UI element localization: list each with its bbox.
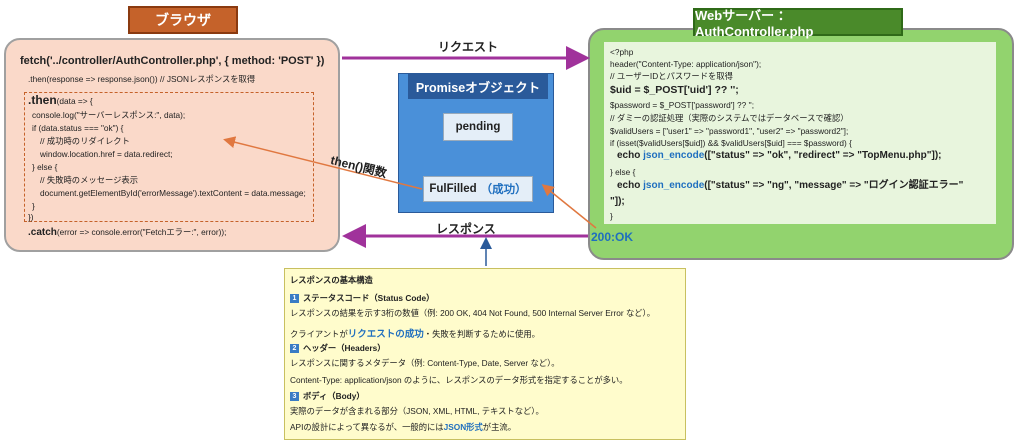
info-text: Content-Type: application/json のように、レスポン…: [290, 375, 628, 385]
server-code-line: $password = $_POST['password'] ?? '';: [610, 100, 754, 110]
info-text: レスポンスに関するメタデータ（例: Content-Type, Date, Se…: [290, 358, 560, 368]
number-badge: 1: [290, 294, 299, 304]
status-to-promise-arrow: [541, 184, 597, 229]
browser-code-line: // 成功時のリダイレクト: [40, 136, 130, 146]
then-arrow: [223, 136, 423, 190]
info-text: 実際のデータが含まれる部分（JSON, XML, HTML, テキストなど）。: [290, 406, 544, 416]
server-code-line: <?php: [610, 47, 634, 57]
info-text: APIの設計によって異なるが、一般的にはJSON形式が主流。: [290, 422, 516, 432]
fulfilled-state: FulFilled（成功）: [423, 176, 533, 202]
status-code-label: 200:OK: [591, 230, 634, 244]
server-code-line: $uid = $_POST['uid'] ?? '';: [610, 84, 739, 96]
server-code-line: // ダミーの認証処理（実際のシステムではデータベースで確認）: [610, 113, 849, 123]
browser-code-line: .then(response => response.json()) // JS…: [28, 74, 256, 84]
request-label: リクエスト: [438, 40, 499, 54]
server-code-line: echo json_encode(["status" => "ok", "red…: [617, 150, 942, 161]
server-code-line: } else {: [610, 167, 636, 177]
browser-code-line: console.log("サーバーレスポンス:", data);: [32, 110, 186, 120]
number-badge: 2: [290, 344, 299, 354]
browser-code-line: document.getElementById('errorMessage').…: [40, 188, 306, 198]
browser-code-line: .then(data => {: [28, 93, 93, 107]
browser-title: ブラウザ: [128, 6, 238, 34]
response-label: レスポンス: [436, 222, 496, 236]
info-text: レスポンスの結果を示す3桁の数値（例: 200 OK, 404 Not Foun…: [290, 308, 656, 318]
browser-code-line: } else {: [32, 162, 58, 172]
browser-code-line: if (data.status === "ok") {: [32, 123, 124, 133]
server-code-line: // ユーザーIDとパスワードを取得: [610, 71, 733, 81]
server-code-line: $validUsers = ["user1" => "password1", "…: [610, 126, 849, 136]
info-text: クライアントがリクエストの成功・失敗を判断するために使用。: [290, 329, 540, 340]
server-code-line: echo json_encode(["status" => "ng", "mes…: [617, 180, 964, 191]
browser-code-line: window.location.href = data.redirect;: [40, 149, 173, 159]
server-code-area: [604, 42, 996, 224]
server-code-line: "]);: [610, 196, 625, 207]
then-block-outline: [24, 92, 314, 222]
browser-code-line: .catch(error => console.error("Fetchエラー:…: [28, 227, 227, 238]
browser-code-line: fetch('../controller/AuthController.php'…: [20, 55, 325, 67]
browser-panel: [4, 38, 340, 252]
browser-code-line: }): [28, 212, 34, 222]
server-code-line: }: [610, 211, 613, 221]
server-code-line: if (isset($validUsers[$uid]) && $validUs…: [610, 138, 852, 148]
browser-code-line: }: [32, 201, 35, 211]
pending-state: pending: [443, 113, 513, 141]
browser-code-line: // 失敗時のメッセージ表示: [40, 175, 139, 185]
response-structure-box: [284, 268, 686, 440]
number-badge: 3: [290, 392, 299, 402]
server-code-line: header("Content-Type: application/json")…: [610, 59, 762, 69]
info-heading: レスポンスの基本構造: [290, 275, 373, 285]
server-title: Webサーバー ： AuthController.php: [693, 8, 903, 39]
promise-title: Promiseオブジェクト: [408, 73, 548, 99]
